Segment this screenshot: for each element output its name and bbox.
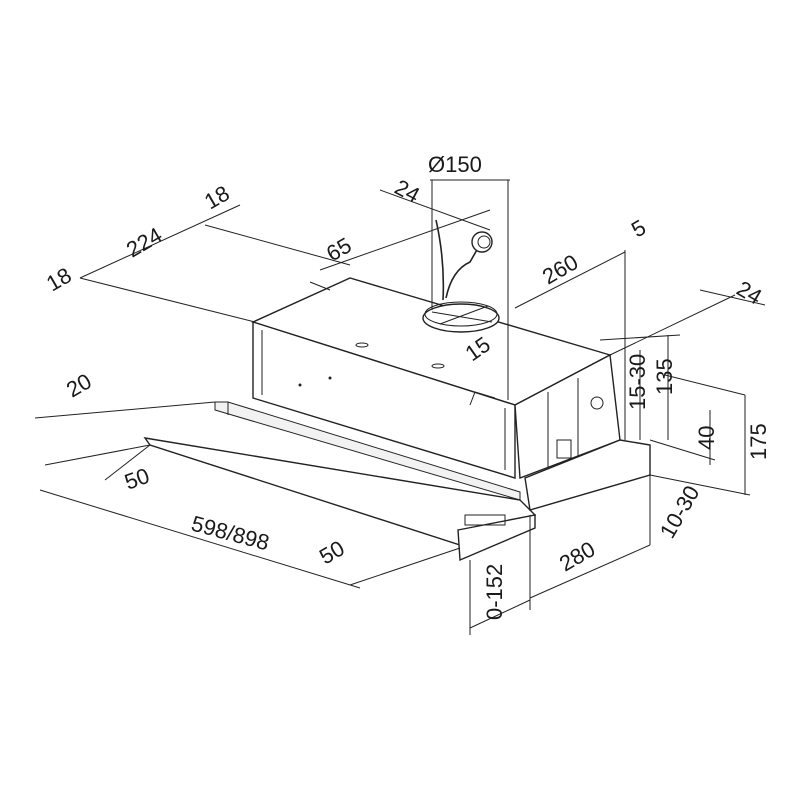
label-depth-260: 260 — [538, 249, 582, 289]
label-height-40: 40 — [694, 426, 719, 450]
visor — [143, 401, 651, 562]
label-duct-offset: 24 — [391, 174, 424, 208]
hood-body — [251, 277, 621, 479]
label-height-15-30: 15-30 — [625, 354, 650, 410]
label-height-175: 175 — [746, 423, 771, 460]
label-front-10-30: 10-30 — [655, 481, 705, 542]
dimension-lines — [34, 179, 766, 635]
duct-collar — [422, 219, 500, 333]
label-duct-diameter: Ø150 — [428, 152, 482, 177]
label-left-20: 20 — [62, 368, 96, 402]
label-left-50: 50 — [121, 463, 153, 495]
label-top-65: 65 — [322, 232, 356, 266]
label-top-18-left: 18 — [42, 262, 76, 296]
label-top-18-right: 18 — [200, 180, 234, 214]
label-top-5: 5 — [627, 215, 650, 243]
label-height-135: 135 — [652, 358, 677, 395]
front-panel — [252, 321, 516, 479]
label-front-50: 50 — [315, 535, 349, 569]
label-extension-0-152: 0-152 — [482, 564, 507, 620]
